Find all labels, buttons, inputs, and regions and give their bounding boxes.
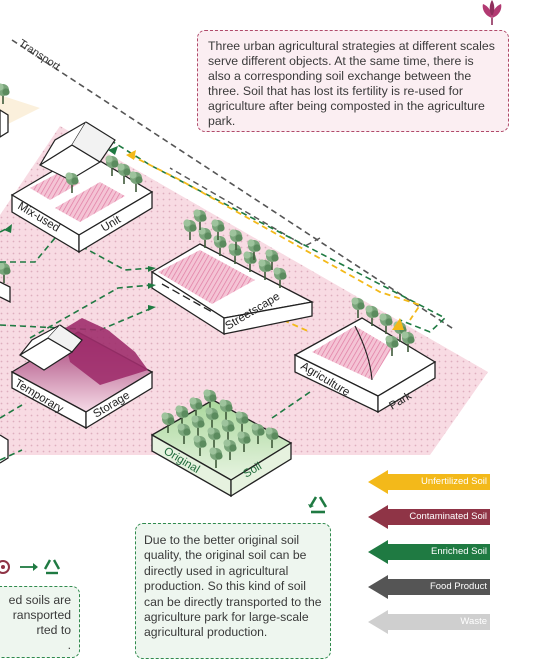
left-block-2 bbox=[0, 281, 11, 304]
legend-label: Unfertilized Soil bbox=[421, 476, 487, 487]
legend-label: Contaminated Soil bbox=[409, 511, 487, 522]
original-soil-block: Original Soil bbox=[150, 389, 293, 498]
legend-label: Food Product bbox=[429, 581, 487, 592]
legend-enriched-soil: Enriched Soil bbox=[368, 540, 490, 564]
legend-arrow bbox=[368, 540, 490, 564]
top-note: Three urban agricultural strategies at d… bbox=[197, 30, 509, 132]
left-note-line: . bbox=[67, 638, 71, 652]
transport-line bbox=[11, 39, 456, 331]
middle-note: Due to the better original soil quality,… bbox=[135, 523, 331, 659]
left-note-line: rted to bbox=[36, 623, 71, 637]
arrow-right-icon bbox=[20, 563, 38, 571]
beige-zone bbox=[0, 95, 40, 128]
plant-leaf-icon bbox=[482, 0, 502, 25]
legend-arrow bbox=[368, 505, 490, 529]
legend-arrow bbox=[368, 610, 490, 634]
legend-label: Enriched Soil bbox=[431, 546, 487, 557]
left-note: ed soils are ransported rted to . bbox=[0, 586, 80, 658]
transport-label: Transport bbox=[16, 37, 62, 72]
legend-arrow bbox=[368, 470, 490, 494]
legend-food-product: Food Product bbox=[368, 575, 490, 599]
mix-used-unit-block: Mix-used Unit bbox=[10, 121, 154, 254]
left-block-3 bbox=[0, 434, 9, 464]
left-block-1 bbox=[0, 109, 9, 138]
legend-label: Waste bbox=[460, 616, 487, 627]
left-note-line: ed soils are bbox=[8, 593, 71, 607]
legend-waste: Waste bbox=[368, 610, 490, 634]
legend-contaminated-soil: Contaminated Soil bbox=[368, 505, 490, 529]
recycle-icon bbox=[43, 559, 61, 575]
streetscape-block: Streetscape bbox=[150, 209, 314, 336]
recycle-icon bbox=[308, 496, 328, 514]
left-note-line: ransported bbox=[12, 608, 71, 622]
biohazard-icon bbox=[0, 560, 10, 574]
legend-unfertilized-soil: Unfertilized Soil bbox=[368, 470, 490, 494]
legend-arrow bbox=[368, 575, 490, 599]
